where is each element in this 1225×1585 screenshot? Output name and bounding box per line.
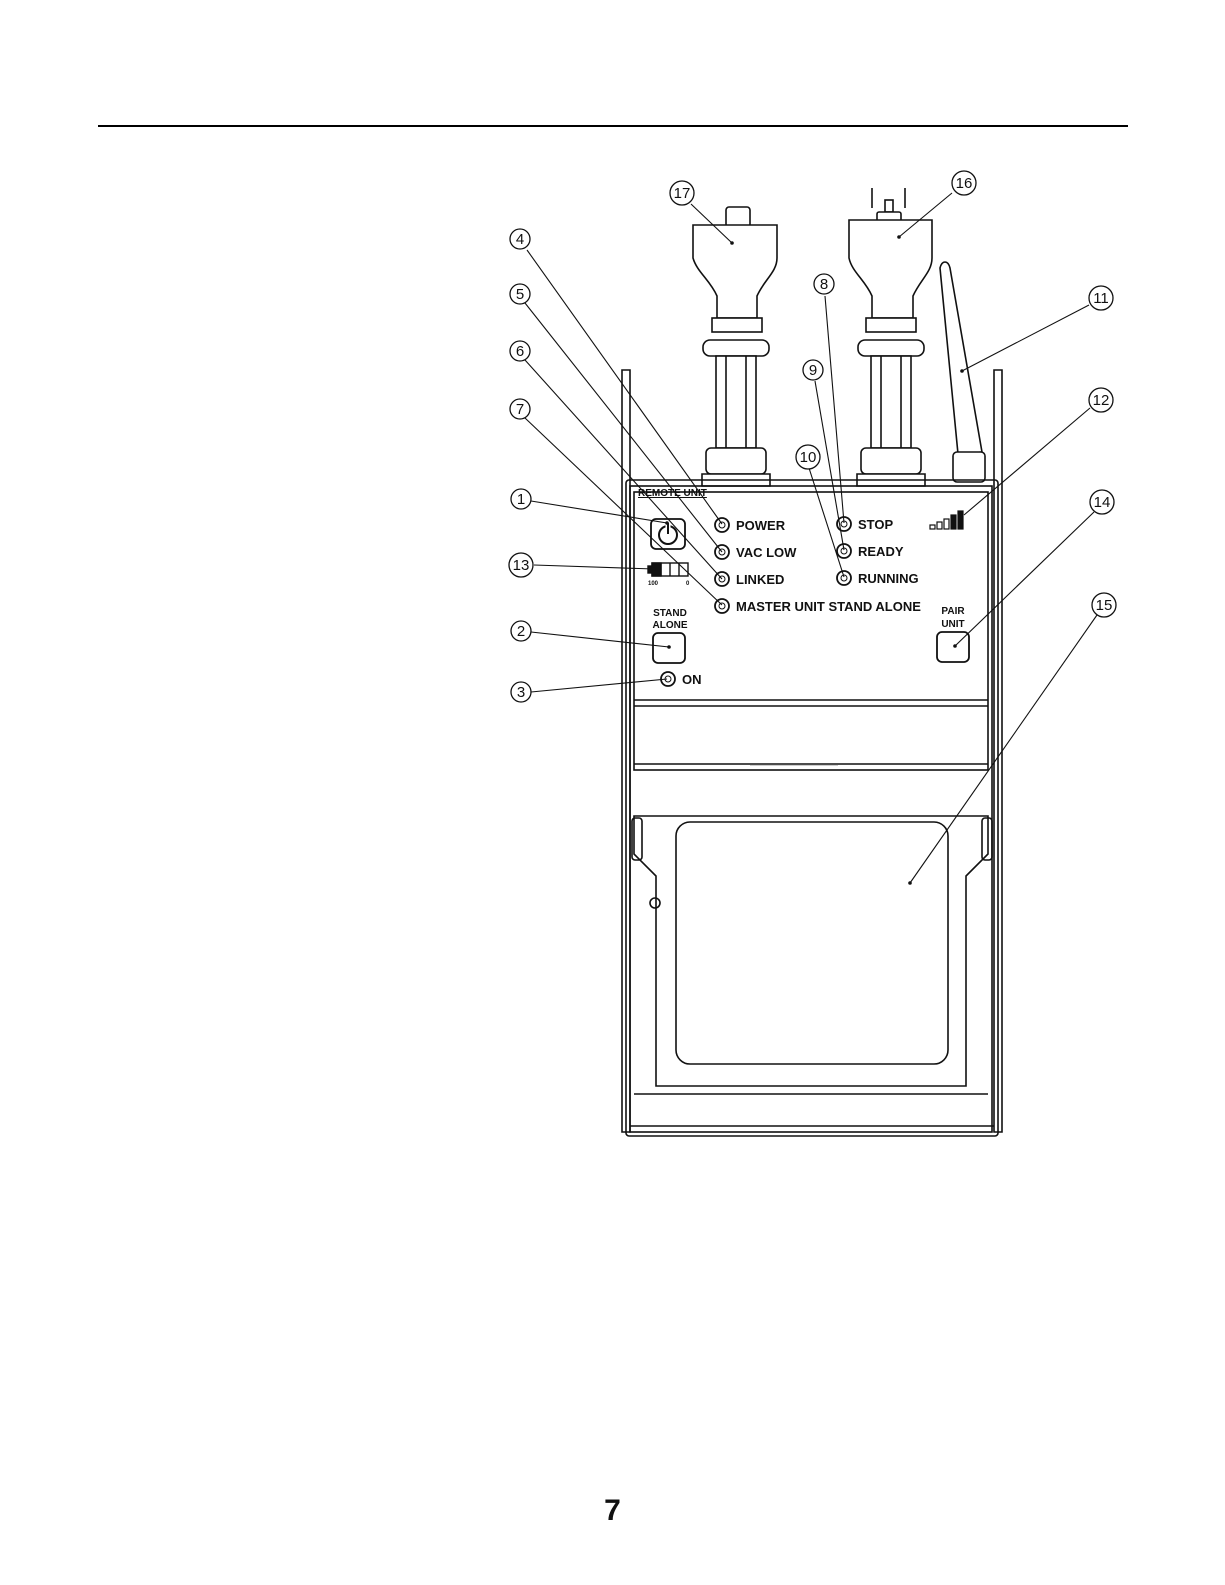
callout-label: 16 xyxy=(956,175,973,192)
plug-icon-right xyxy=(849,188,932,486)
indicator-ready: READY xyxy=(837,544,904,559)
callout-7: 7 xyxy=(510,399,530,419)
callout-label: 4 xyxy=(516,231,524,248)
callout-9: 9 xyxy=(803,360,823,380)
device-chassis xyxy=(622,370,1002,1136)
indicator-power: POWER xyxy=(715,518,786,533)
indicator-vac-low: VAC LOW xyxy=(715,545,797,560)
callout-label: 3 xyxy=(517,684,525,701)
callout-label: 15 xyxy=(1096,597,1113,614)
callout-label: 2 xyxy=(517,623,525,640)
indicator-label-on: ON xyxy=(682,672,702,687)
callout-label: 12 xyxy=(1093,392,1110,409)
callout-13: 13 xyxy=(509,553,533,577)
battery-scale-empty: 0 xyxy=(686,581,690,587)
pair-unit-label-line1: PAIR xyxy=(941,606,965,617)
callout-11: 11 xyxy=(1089,286,1113,310)
callout-14: 14 xyxy=(1090,490,1114,514)
callout-label: 11 xyxy=(1093,290,1109,307)
callout-5: 5 xyxy=(510,284,530,304)
callout-label: 5 xyxy=(516,286,524,303)
stand-alone-label-line2: ALONE xyxy=(653,620,688,631)
callout-16: 16 xyxy=(952,171,976,195)
callout-label: 17 xyxy=(674,185,691,202)
callout-17: 17 xyxy=(670,181,694,205)
callout-label: 13 xyxy=(513,557,530,574)
panel-footer-mark: —————————————————————— xyxy=(750,762,838,767)
callout-label: 14 xyxy=(1094,494,1111,511)
callout-15: 15 xyxy=(1092,593,1116,617)
callout-label: 8 xyxy=(820,276,828,293)
callout-label: 6 xyxy=(516,343,524,360)
indicator-label-linked: LINKED xyxy=(736,572,784,587)
indicator-stand-alone-on: ON xyxy=(661,672,702,687)
indicator-label-running: RUNNING xyxy=(858,571,919,586)
callout-8: 8 xyxy=(814,274,834,294)
callout-6: 6 xyxy=(510,341,530,361)
stand-alone-label-line1: STAND xyxy=(653,608,687,619)
indicator-label-master-unit-stand-alone: MASTER UNIT STAND ALONE xyxy=(736,599,921,614)
callout-4: 4 xyxy=(510,229,530,249)
callout-2: 2 xyxy=(511,621,531,641)
callout-10: 10 xyxy=(796,445,820,469)
indicator-label-power: POWER xyxy=(736,518,786,533)
callout-label: 9 xyxy=(809,362,817,379)
callout-12: 12 xyxy=(1089,388,1113,412)
indicator-label-stop: STOP xyxy=(858,517,893,532)
callout-label: 1 xyxy=(517,491,525,508)
callout-1: 1 xyxy=(511,489,531,509)
leader-lines xyxy=(525,193,1097,883)
plug-icon-left xyxy=(693,207,777,486)
page-number: 7 xyxy=(0,1494,1225,1528)
indicator-linked: LINKED xyxy=(715,572,784,587)
leader-dots xyxy=(652,235,964,885)
callout-label: 7 xyxy=(516,401,524,418)
indicator-stop: STOP xyxy=(837,517,893,532)
callout-label: 10 xyxy=(800,449,817,466)
indicator-label-ready: READY xyxy=(858,544,904,559)
callout-3: 3 xyxy=(511,682,531,702)
pair-unit-label-line2: UNIT xyxy=(941,619,964,630)
signal-strength-icon xyxy=(930,511,963,529)
battery-scale-full: 100 xyxy=(648,581,659,587)
indicator-label-vac-low: VAC LOW xyxy=(736,545,797,560)
indicator-master-unit-stand-alone: MASTER UNIT STAND ALONE xyxy=(715,599,921,614)
indicator-running: RUNNING xyxy=(837,571,919,586)
